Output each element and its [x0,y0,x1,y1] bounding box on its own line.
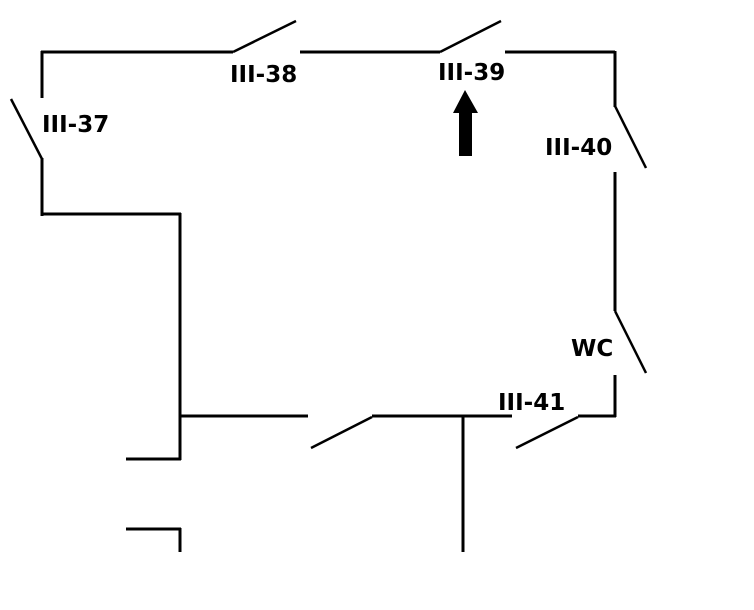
door-iii-41 [515,415,579,450]
label-iii-41: III-41 [498,390,565,416]
bottom-wall [179,414,512,552]
door-iii-38 [232,19,297,54]
label-iii-40: III-40 [545,135,612,161]
door-corridor [310,415,373,450]
label-iii-37: III-37 [42,112,109,138]
door-iii-40 [613,105,648,169]
door-iii-39 [439,19,502,54]
label-wc: WC [571,336,613,362]
doors [9,19,648,450]
label-iii-38: III-38 [230,62,297,88]
left-wall [40,51,182,552]
up-arrow-icon [453,90,478,156]
door-iii-37 [9,98,44,160]
label-iii-39: III-39 [438,60,505,86]
door-wc [613,310,648,374]
right-wall [578,51,617,418]
